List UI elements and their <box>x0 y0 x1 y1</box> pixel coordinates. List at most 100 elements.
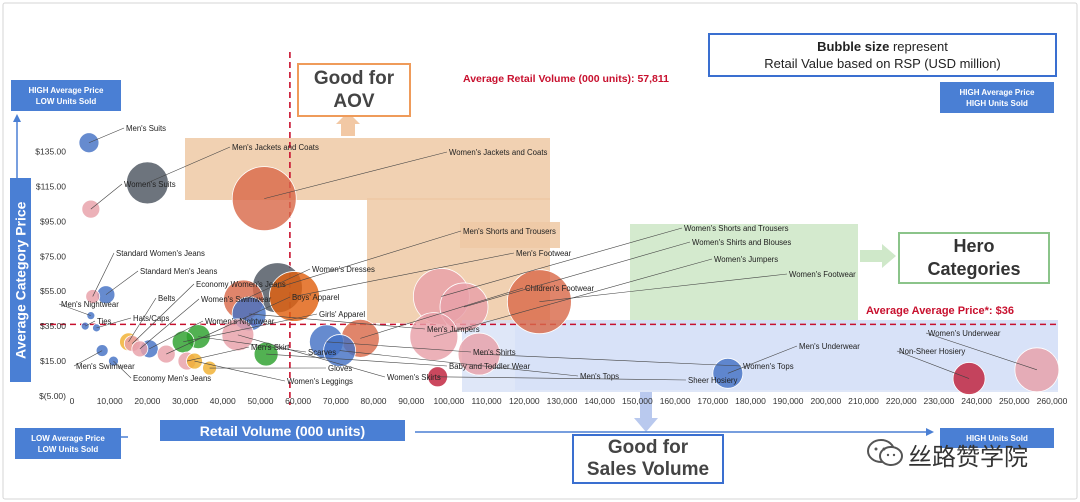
leader-line <box>237 334 386 378</box>
bubble-label: Ties <box>97 317 112 326</box>
quadrant-bottom-right-label: HIGH Units Sold <box>940 428 1054 448</box>
x-tick-label: 190,000 <box>773 396 804 406</box>
bubble-label: Women's Swimwear <box>201 295 272 304</box>
x-tick-label: 130,000 <box>547 396 578 406</box>
leader-line <box>147 146 231 184</box>
up-arrow-aov-icon <box>336 112 360 136</box>
y-tick-label: $75.00 <box>40 251 66 261</box>
leader-line <box>249 313 426 330</box>
right-arrow-hero-icon <box>860 244 896 268</box>
y-tick-label: $35.00 <box>40 321 66 331</box>
bubble-label: Boys' Apparel <box>292 293 340 302</box>
bubble-label: Girls' Apparel <box>319 310 365 319</box>
avg-volume-label: Average Retail Volume (000 units): 57,81… <box>463 73 669 85</box>
x-tick-label: 180,000 <box>735 396 766 406</box>
y-tick-label: $115.00 <box>36 181 66 191</box>
leader-line <box>92 252 115 297</box>
x-tick-label: 10,000 <box>97 396 123 406</box>
leader-line <box>339 350 579 377</box>
leader-line <box>105 270 139 295</box>
x-axis-arrowhead-icon <box>926 428 934 436</box>
bubble-label: Scarves <box>308 348 336 357</box>
x-tick-label: 100,000 <box>434 396 465 406</box>
leader-line <box>539 273 788 302</box>
leader-line <box>243 268 311 301</box>
down-arrow-sales-icon <box>634 392 658 432</box>
leader-line <box>437 376 687 381</box>
y-tick-label: $95.00 <box>40 216 66 226</box>
bubble-label: Women's Nightwear <box>205 317 275 326</box>
bubble-label: Standard Men's Jeans <box>140 267 217 276</box>
hero-categories-callout: Hero Categories <box>898 232 1050 284</box>
bubble-label: Men's Footwear <box>516 249 572 258</box>
leader-line <box>139 298 200 350</box>
y-tick-label: $(5.00) <box>39 391 66 401</box>
x-tick-label: 110,000 <box>472 396 502 406</box>
bubble-label: Men's Underwear <box>799 342 860 351</box>
bubble-label: Children's Footwear <box>525 284 594 293</box>
leader-line <box>149 320 204 350</box>
leader-line <box>58 303 91 316</box>
bubble-label: Women's Suits <box>124 180 176 189</box>
x-axis-label: Retail Volume (000 units) <box>160 420 405 441</box>
leader-line <box>96 317 132 329</box>
quadrant-top-right-label: HIGH Average Price HIGH Units Sold <box>940 82 1054 113</box>
watermark-logo-icon <box>866 438 904 468</box>
x-tick-label: 150,000 <box>622 396 653 406</box>
leader-line <box>896 350 970 379</box>
bubble-label: Men's Suits <box>126 124 166 133</box>
quadrant-top-left-label: HIGH Average Price LOW Units Sold <box>11 80 121 111</box>
leader-line <box>85 320 96 327</box>
bubble-label: Women's Underwear <box>928 329 1001 338</box>
avg-price-label: Average Average Price*: $36 <box>866 305 1014 317</box>
bubble-size-legend: Bubble size represent Retail Value based… <box>708 33 1057 77</box>
x-tick-label: 220,000 <box>886 396 917 406</box>
bubble-label: Women's Skirts <box>387 373 441 382</box>
leader-line <box>360 287 524 339</box>
leader-line <box>294 252 515 297</box>
bubble-label: Standard Women's Jeans <box>116 249 205 258</box>
leader-line <box>727 345 798 374</box>
leader-line <box>326 341 472 353</box>
y-tick-label: $135.00 <box>35 146 66 156</box>
x-tick-label: 210,000 <box>848 396 879 406</box>
y-tick-label: $55.00 <box>40 286 66 296</box>
bubble-label: Men's Skirt <box>251 343 290 352</box>
leader-line <box>463 241 691 308</box>
hero-zone <box>630 224 858 324</box>
x-tick-label: 120,000 <box>509 396 540 406</box>
x-tick-label: 90,000 <box>398 396 424 406</box>
x-tick-label: 230,000 <box>924 396 955 406</box>
x-tick-label: 20,000 <box>134 396 160 406</box>
y-axis-label: Average Category Price <box>10 178 31 382</box>
leader-line <box>90 183 123 210</box>
bubble-label: Men's Shorts and Trousers <box>463 227 556 236</box>
x-tick-label: 50,000 <box>247 396 273 406</box>
bubble-label: Women's Shirts and Blouses <box>692 238 791 247</box>
leader-line <box>441 227 683 297</box>
bubble-label: Men's Tops <box>580 372 619 381</box>
bubble-label: Men's Nightwear <box>61 300 119 309</box>
bubble-label: Women's Footwear <box>789 270 856 279</box>
leader-line <box>88 127 125 144</box>
leader-line <box>186 346 250 362</box>
leader-line <box>479 353 742 367</box>
bubble-label: Non-Sheer Hosiery <box>899 347 965 356</box>
bubble-label: Gloves <box>328 364 352 373</box>
x-tick-label: 80,000 <box>361 396 387 406</box>
bubble-label: Women's Shorts and Trousers <box>684 224 789 233</box>
x-tick-label: 200,000 <box>810 396 841 406</box>
leader-line <box>183 313 318 343</box>
x-tick-label: 250,000 <box>999 396 1030 406</box>
good-for-sales-volume-callout: Good for Sales Volume <box>572 434 724 484</box>
leader-line <box>166 296 291 355</box>
bubble-label: Hats/Caps <box>133 314 170 323</box>
x-tick-label: 140,000 <box>584 396 615 406</box>
bubble-label: Women's Tops <box>743 362 794 371</box>
leader-line <box>132 283 195 344</box>
leader-line <box>73 350 103 367</box>
leader-line <box>277 230 462 288</box>
bubble-label: Men's Jackets and Coats <box>232 143 319 152</box>
x-tick-label: 0 <box>70 396 75 406</box>
